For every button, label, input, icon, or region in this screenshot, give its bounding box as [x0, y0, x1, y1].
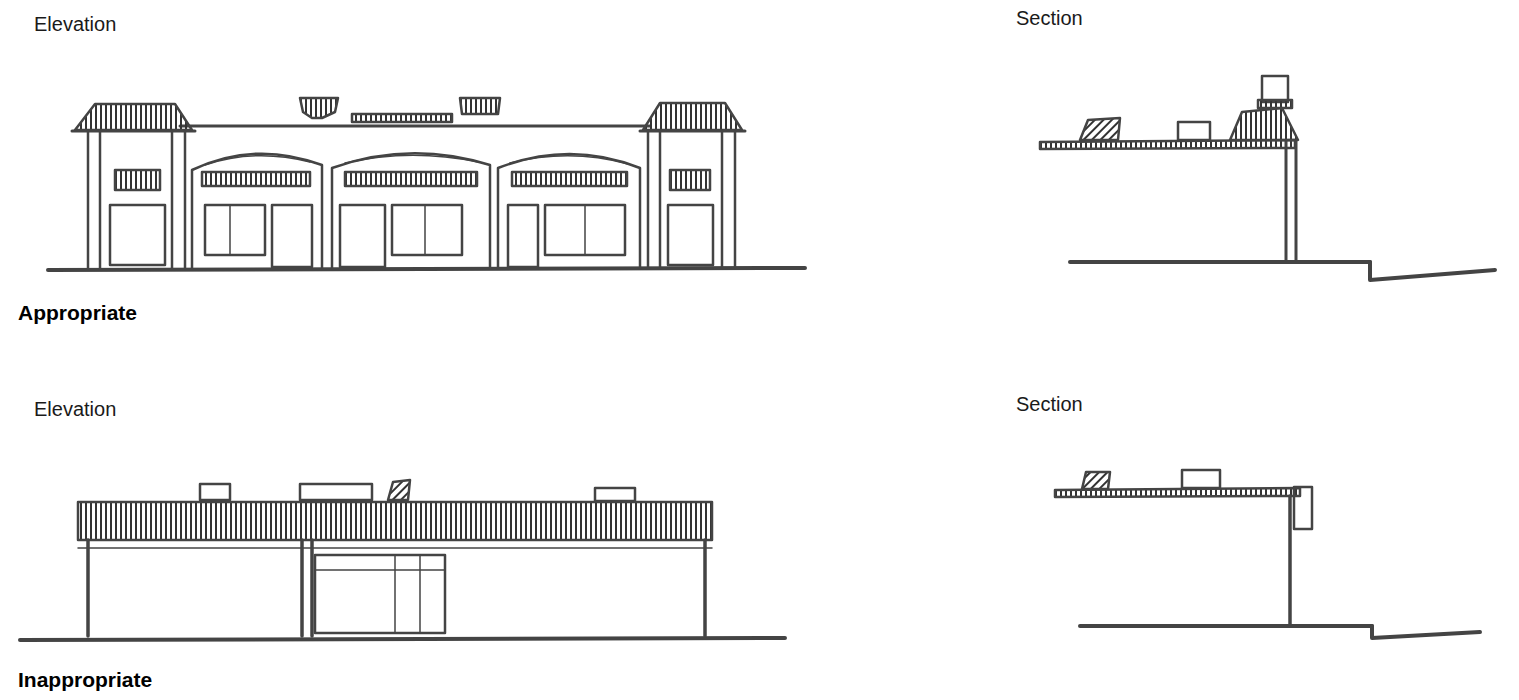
tower-roof	[643, 103, 742, 130]
view-label: Elevation	[34, 397, 116, 421]
appropriate-elevation	[48, 98, 805, 270]
storefront-window	[392, 205, 462, 255]
roof-line	[180, 125, 650, 128]
tower-window	[668, 205, 713, 265]
storefront-window	[205, 205, 265, 255]
eave	[72, 130, 195, 133]
mullion	[230, 205, 585, 255]
column	[88, 540, 705, 636]
ground-line	[1070, 260, 1370, 264]
roof-slab	[1040, 140, 1295, 149]
arch	[192, 154, 322, 268]
fascia	[1294, 487, 1312, 529]
rooftop-unit	[1080, 118, 1120, 140]
inappropriate-section	[1055, 470, 1480, 638]
soffit-line	[78, 547, 712, 549]
rooftop-unit	[1178, 122, 1210, 140]
tower-roof	[1230, 108, 1298, 140]
parapet-cap	[460, 98, 500, 114]
wall	[1288, 496, 1292, 626]
inappropriate-elevation	[20, 480, 785, 640]
rooftop-unit	[300, 484, 372, 500]
rooftop-unit	[1182, 470, 1220, 488]
door	[272, 205, 312, 267]
door	[340, 205, 385, 267]
tower-window	[115, 170, 160, 190]
curb-step	[1370, 262, 1495, 280]
cupola	[1262, 76, 1288, 102]
parapet-cap	[300, 98, 338, 118]
arch	[498, 154, 640, 268]
view-label: Elevation	[34, 12, 116, 36]
storefront-window	[315, 555, 445, 633]
rooftop-unit	[595, 488, 635, 501]
tower-window	[670, 170, 710, 190]
awning	[345, 172, 477, 186]
arch	[332, 153, 490, 268]
eave	[640, 130, 745, 133]
awning	[512, 172, 627, 186]
ground-line	[20, 638, 785, 640]
verdict-label: Inappropriate	[18, 667, 152, 692]
cupola-base	[1258, 100, 1292, 108]
tower-piers	[88, 131, 185, 268]
appropriate-section	[1040, 76, 1495, 280]
verdict-label: Appropriate	[18, 300, 137, 325]
ground-line	[1080, 624, 1372, 628]
rooftop-unit	[200, 484, 230, 500]
tower-window	[110, 205, 165, 265]
view-label: Section	[1016, 392, 1083, 416]
wall	[1286, 140, 1296, 262]
parapet-panel	[352, 114, 452, 122]
rooftop-unit	[1082, 472, 1110, 489]
mullion	[315, 555, 445, 633]
tower-piers	[648, 131, 735, 268]
curb-step	[1372, 626, 1480, 638]
view-label: Section	[1016, 6, 1083, 30]
arch-trim	[205, 155, 628, 165]
tower-roof	[75, 104, 192, 130]
ground-line	[48, 268, 805, 270]
fascia-band	[78, 502, 712, 540]
awning	[202, 172, 310, 186]
door	[508, 205, 538, 267]
rooftop-unit	[388, 480, 410, 500]
